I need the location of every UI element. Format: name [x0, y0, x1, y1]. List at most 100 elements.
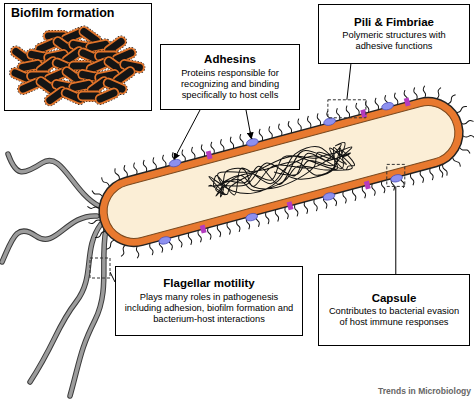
adhesin-protein [323, 117, 336, 127]
pilus [413, 87, 418, 99]
pilus [419, 171, 424, 183]
pilus [439, 165, 444, 177]
adhesin-protein [381, 101, 394, 111]
pilus [394, 93, 399, 105]
pilus [313, 199, 318, 211]
pilus [294, 204, 299, 216]
pilus [453, 156, 461, 168]
publisher-watermark: Trends in Microbiology [378, 386, 471, 396]
pilus [345, 106, 350, 118]
pili-box: Pili & FimbriaePolymeric structures with… [318, 4, 470, 64]
pilus [168, 238, 173, 250]
capsule-box: CapsuleContributes to bacterial evasion … [318, 274, 470, 346]
pilus [303, 202, 308, 214]
nucleoid-dna [206, 137, 358, 206]
pilus [255, 215, 260, 227]
pilus [336, 108, 341, 120]
flagella-group [2, 154, 106, 396]
pilus [239, 134, 244, 146]
pilus [249, 131, 254, 143]
pilus [390, 178, 395, 190]
pilus [410, 173, 415, 185]
pilus [403, 90, 408, 102]
adhesin-arrow [174, 110, 200, 159]
flagella-box: Flagellar motilityPlays many roles in pa… [115, 266, 303, 336]
pilus [236, 220, 241, 232]
flagellum [70, 229, 106, 396]
pilus [229, 137, 234, 149]
pilus [446, 95, 457, 104]
adhesin-protein [168, 158, 181, 168]
adhesin-protein [158, 235, 171, 245]
capsule-layer [91, 90, 470, 254]
pilus [429, 168, 434, 180]
flagellum-outline [8, 154, 99, 206]
pilus [316, 113, 321, 125]
pilus [384, 95, 389, 107]
pilus [94, 231, 106, 238]
pilus [171, 152, 176, 164]
pilus [200, 144, 205, 156]
flagellum-outline [70, 229, 106, 396]
box-heading: Adhesins [166, 53, 294, 67]
pilus [217, 225, 222, 237]
pilus [297, 119, 302, 131]
pilus [265, 212, 270, 224]
pilus [162, 155, 167, 167]
adhesin-protein [390, 173, 403, 183]
pilus [400, 176, 405, 188]
surface-protein [360, 109, 367, 118]
pilus [275, 209, 280, 221]
pilus [105, 240, 116, 249]
pilus [149, 243, 154, 255]
pilus [226, 222, 231, 234]
pilus [284, 207, 289, 219]
adhesin-arrow [246, 110, 251, 139]
flagellum [8, 154, 99, 206]
pilus [142, 160, 147, 172]
dashed-highlight [328, 100, 366, 118]
pilus [188, 233, 193, 245]
pilus [191, 147, 196, 159]
dashed-highlight [90, 258, 110, 278]
adhesin-protein [246, 137, 259, 147]
pilus [210, 142, 215, 154]
pilus [326, 111, 331, 123]
pilus [101, 176, 109, 188]
pilus [133, 163, 138, 175]
pilus [434, 88, 443, 99]
box-description: Plays many roles in pathogenesis includi… [121, 292, 297, 325]
surface-protein [287, 201, 294, 210]
surface-protein [206, 151, 213, 160]
flagellum [30, 224, 101, 382]
adhesin-protein [322, 191, 335, 201]
box-heading: Pili & Fimbriae [324, 16, 464, 30]
flagellum-outline [2, 216, 97, 262]
pilus [123, 165, 128, 177]
pilus [159, 241, 164, 253]
pilus [307, 116, 312, 128]
flagellum-outline [30, 224, 101, 382]
pilus [258, 129, 263, 141]
pilus [88, 219, 100, 224]
flagellum [2, 216, 97, 262]
pilus [87, 203, 99, 211]
pilus [278, 124, 283, 136]
pilus [178, 235, 183, 247]
pilus [381, 181, 386, 193]
pilus [92, 188, 102, 198]
box-description: Proteins responsible for recognizing and… [166, 68, 294, 101]
pilus [442, 164, 448, 176]
pilus [365, 100, 370, 112]
pilus [371, 184, 376, 196]
pilus [207, 228, 212, 240]
surface-protein [364, 181, 371, 190]
pilus [352, 189, 357, 201]
pilus [114, 168, 120, 180]
pilus [374, 98, 379, 110]
cell-body [101, 100, 461, 245]
pilus [461, 120, 473, 125]
pilus [181, 150, 186, 162]
pilus [287, 121, 292, 133]
pilus [355, 103, 360, 115]
